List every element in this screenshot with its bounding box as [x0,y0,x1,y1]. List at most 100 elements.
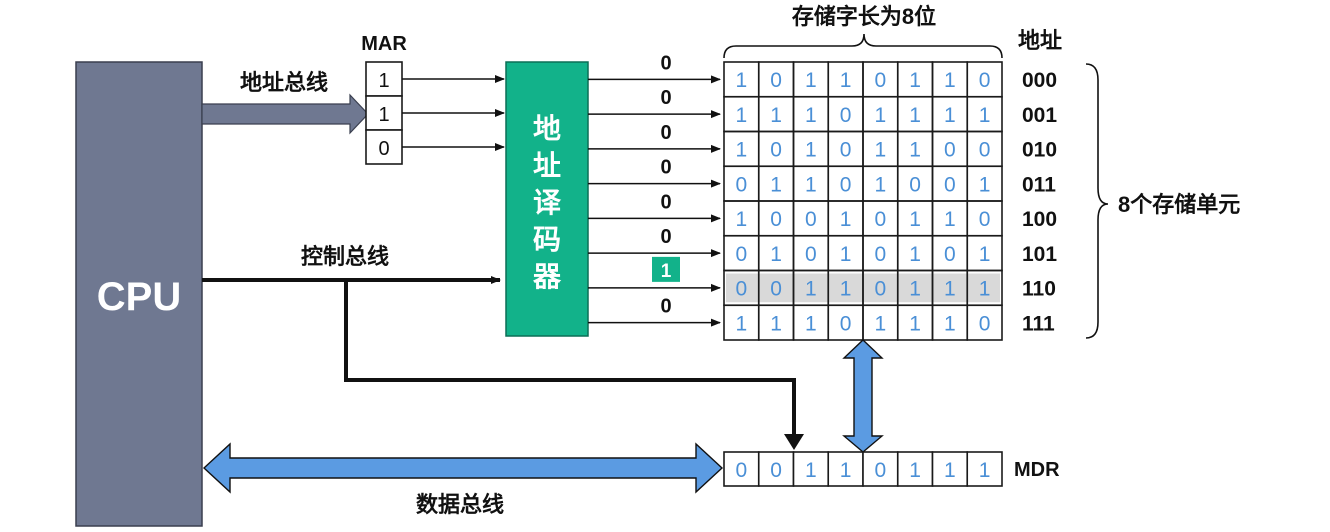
mdr-bit: 1 [805,459,817,482]
memory-bit: 1 [944,312,956,335]
mdr-bit-cell [862,451,899,487]
memory-bit: 1 [805,173,817,196]
decoder-output-value: 1 [661,261,672,282]
address-label: 101 [1022,243,1057,266]
memory-bit: 1 [736,139,748,162]
mdr-bit: 0 [736,459,748,482]
mdr-bit: 1 [944,459,956,482]
word-length-label: 存储字长为8位 [792,4,936,29]
address-header: 地址 [1018,28,1062,53]
data-bus-arrow [202,442,724,494]
decoder-output-value: 0 [660,226,671,248]
memory-bit: 0 [979,139,991,162]
memory-bit: 0 [805,243,817,266]
memory-bit: 1 [770,173,782,196]
control-bus-label: 控制总线 [301,244,389,269]
memory-bit: 0 [770,208,782,231]
memory-bit: 0 [736,173,748,196]
memory-bit: 0 [736,278,748,301]
mar-register: 1 1 0 [365,61,403,165]
memory-bit: 1 [944,278,956,301]
memory-bit: 1 [736,69,748,92]
mar-bit: 1 [378,70,389,92]
memory-bit: 1 [736,312,748,335]
decoder-char: 译 [533,187,562,218]
control-arrowhead [784,434,804,450]
memory-bit: 1 [770,243,782,266]
memory-bit: 1 [805,69,817,92]
mdr-bit-cell [966,451,1003,487]
mar-bit: 1 [378,104,389,126]
memory-bit: 1 [909,278,921,301]
memory-bit: 1 [909,139,921,162]
memory-bit: 0 [979,208,991,231]
mdr-bit: 1 [909,459,921,482]
memory-bit: 0 [979,312,991,335]
data-bus-label: 数据总线 [416,492,504,517]
decoder-char: 码 [533,224,561,255]
selected-output-badge [652,256,680,282]
memory-bit: 1 [979,278,991,301]
memory-bit: 1 [944,104,956,127]
mdr-label: MDR [1014,459,1060,481]
address-label: 010 [1022,139,1057,162]
memory-bit: 1 [979,243,991,266]
memory-bit: 1 [909,312,921,335]
memory-bit: 0 [840,139,852,162]
memory-bit: 1 [979,173,991,196]
mdr-bit-cell [931,451,969,487]
memory-bit: 0 [770,69,782,92]
memory-bit: 0 [944,173,956,196]
cpu-block [75,61,203,527]
memory-bit: 1 [805,104,817,127]
decoder-char: 地 [533,113,561,144]
memory-bit: 1 [909,243,921,266]
memory-bit: 1 [875,173,887,196]
memory-bit: 0 [909,173,921,196]
mar-bit: 0 [378,138,389,160]
memory-bit: 0 [944,139,956,162]
decoder-output-value: 0 [660,122,671,144]
address-bus-arrow [201,93,369,135]
decoder-output-value: 0 [660,52,671,74]
memory-bit: 0 [736,243,748,266]
mdr-bit-cell [896,451,934,487]
memory-bit: 0 [805,208,817,231]
mdr-bit-cell [792,451,830,487]
address-label: 001 [1022,104,1057,127]
control-to-mdr-line [344,280,796,444]
memory-bit: 0 [840,104,852,127]
mdr-bit: 1 [979,459,991,482]
memory-bit: 1 [805,312,817,335]
address-label: 100 [1022,208,1057,231]
memory-bit: 1 [944,69,956,92]
memory-bit: 1 [840,208,852,231]
memory-mdr-arrow [842,339,884,453]
decoder-output-value: 0 [660,296,671,318]
word-length-brace [723,33,1003,59]
memory-bit: 1 [979,104,991,127]
memory-bit: 0 [875,243,887,266]
memory-bit: 0 [875,278,887,301]
memory-bit: 1 [805,278,817,301]
decoder-output-value: 0 [660,157,671,179]
memory-bit: 0 [770,278,782,301]
address-label: 110 [1022,278,1056,301]
memory-bit: 1 [909,104,921,127]
memory-bit: 0 [840,312,852,335]
decoder-output-value: 0 [660,87,671,109]
memory-bit: 0 [770,139,782,162]
mar-label: MAR [361,33,407,55]
memory-bit: 1 [944,208,956,231]
memory-bit: 0 [875,69,887,92]
memory-bit: 0 [944,243,956,266]
mdr-bit: 0 [875,459,887,482]
mdr-bit: 0 [770,459,782,482]
memory-cell [966,304,1003,341]
address-label: 000 [1022,69,1057,92]
mdr-bit: 1 [840,459,852,482]
